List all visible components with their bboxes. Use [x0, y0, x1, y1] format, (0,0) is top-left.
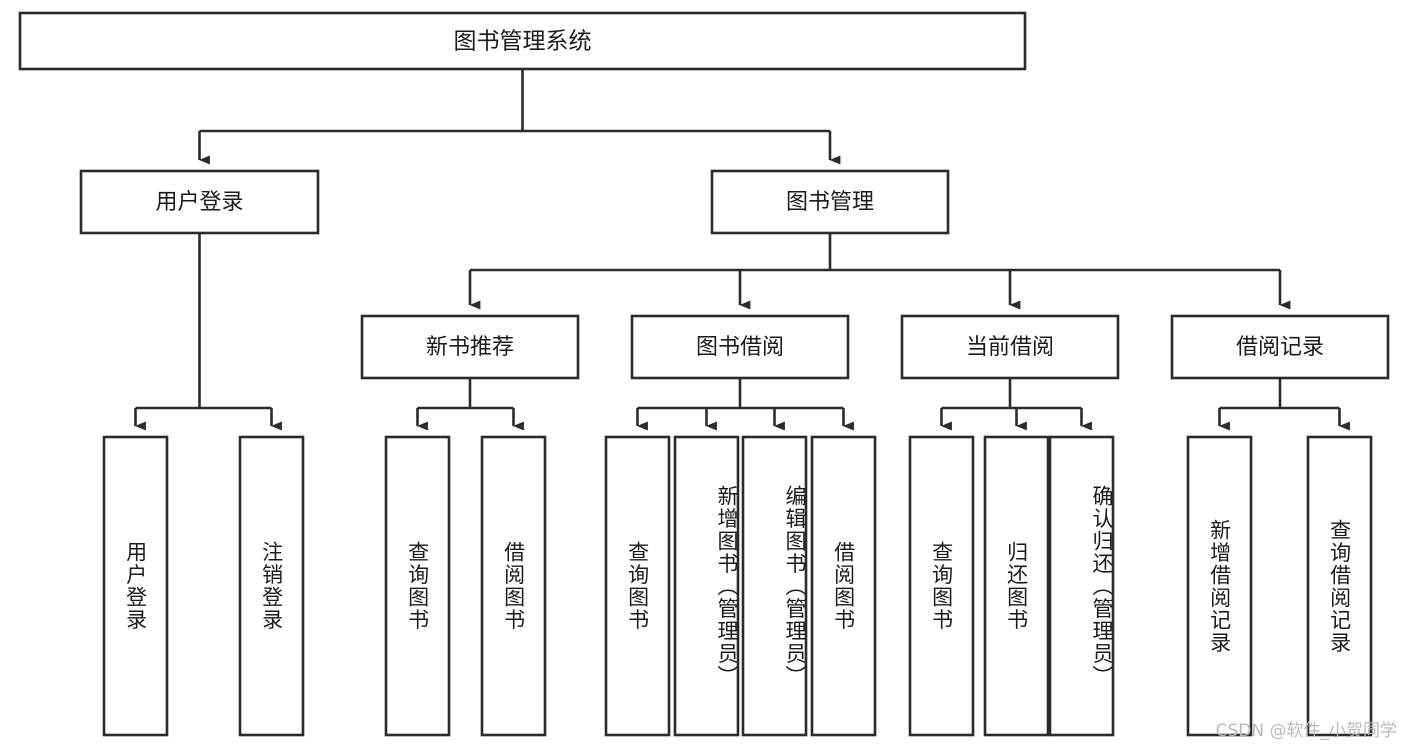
node-new-book-recommend[interactable]: 新书推荐 — [360, 314, 580, 380]
node-current-borrow-box[interactable] — [900, 314, 1120, 380]
leaf-user-login-box[interactable] — [102, 435, 169, 737]
node-book-manage[interactable]: 图书管理 — [710, 169, 950, 235]
leaf-query-record-box[interactable] — [1306, 435, 1373, 737]
node-root-label: 图书管理系统 — [454, 29, 592, 55]
leaf-borrow-book-2-box[interactable] — [810, 435, 877, 737]
leaf-return-book-box[interactable] — [983, 435, 1050, 737]
leaf-confirm-return-box[interactable] — [1048, 435, 1115, 737]
node-root[interactable]: 图书管理系统 — [18, 11, 1027, 71]
leaf-query-book-1-box[interactable] — [384, 435, 451, 737]
connectors — [134, 69, 1350, 431]
node-book-borrow-box[interactable] — [630, 314, 850, 380]
node-user-login-box[interactable] — [79, 169, 320, 235]
leaf-borrow-book-1-box[interactable] — [480, 435, 547, 737]
node-new-book-recommend-box[interactable] — [360, 314, 580, 380]
node-borrow-record-box[interactable] — [1170, 314, 1390, 380]
node-user-login-label: 用户登录 — [155, 190, 243, 215]
node-root-box[interactable] — [18, 11, 1027, 71]
node-borrow-record[interactable]: 借阅记录 — [1170, 314, 1390, 380]
leaf-query-book-2-box[interactable] — [604, 435, 671, 737]
leaf-logout-box[interactable] — [238, 435, 305, 737]
leaf-add-book-box[interactable] — [673, 435, 740, 737]
leaf-query-book-3-box[interactable] — [908, 435, 975, 737]
node-book-borrow[interactable]: 图书借阅 — [630, 314, 850, 380]
leaf-boxes — [102, 435, 1373, 737]
node-user-login[interactable]: 用户登录 — [79, 169, 320, 235]
node-current-borrow-label: 当前借阅 — [966, 335, 1054, 360]
node-book-manage-box[interactable] — [710, 169, 950, 235]
leaf-edit-book-box[interactable] — [741, 435, 808, 737]
node-borrow-record-label: 借阅记录 — [1236, 335, 1324, 360]
node-book-manage-label: 图书管理 — [786, 190, 874, 215]
leaf-add-record-box[interactable] — [1186, 435, 1253, 737]
node-book-borrow-label: 图书借阅 — [696, 335, 784, 360]
node-current-borrow[interactable]: 当前借阅 — [900, 314, 1120, 380]
csdn-watermark: CSDN @软件_小贺同学 — [1215, 721, 1397, 741]
node-new-book-recommend-label: 新书推荐 — [426, 335, 514, 360]
